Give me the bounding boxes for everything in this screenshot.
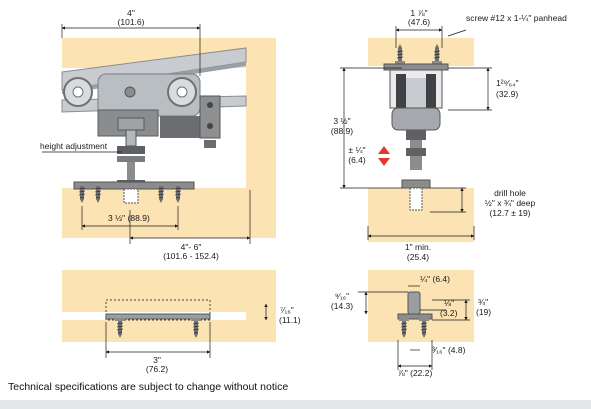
right-dimensions [340, 26, 492, 370]
left-wood [62, 38, 276, 342]
height-adjustment-label: height adjustment [40, 141, 108, 151]
adjust-arrow-up-icon [378, 146, 390, 154]
dim-adjust-range-mm: (6.4) [348, 155, 366, 165]
track-bracket [199, 95, 221, 139]
dim-floor-gap-mm: (11.1) [279, 315, 301, 325]
dim-min-thickness: 1" min. [405, 242, 431, 252]
dim-slot-depth-mm: (14.3) [331, 301, 353, 311]
dim-4in: 4" [127, 8, 135, 18]
right-hanger [383, 43, 449, 211]
mounting-plate [73, 181, 195, 204]
dim-adjust-range: ± ¼" [348, 145, 365, 155]
dim-bracket-height: 1²⁹⁄₆₄" [496, 78, 519, 88]
dim-pin-width: ¼" (6.4) [420, 274, 450, 284]
jamb-post [246, 38, 276, 238]
left-dimensions [42, 24, 268, 358]
footnote: Technical specifications are subject to … [8, 381, 289, 393]
screw-note: screw #12 x 1-¼" panhead [466, 13, 567, 23]
trolley [63, 73, 221, 148]
dim-total-height: 3 ½" [333, 116, 350, 126]
jamb-post-lower [246, 270, 276, 320]
dim-bracket-width: 1 ⅞" [410, 8, 427, 18]
dim-guide-height: ¾" [478, 297, 488, 307]
floor-guide [105, 299, 211, 339]
drill-hole-size: ½" x ¾" deep [485, 198, 536, 208]
dim-pin-height-mm: (3.2) [440, 308, 458, 318]
dim-door-offset-mm: (101.6 - 152.4) [163, 251, 219, 261]
dim-4in-mm: (101.6) [118, 17, 145, 27]
dim-door-offset: 4"- 6" [181, 242, 202, 252]
dim-guide-height-mm: (19) [476, 307, 491, 317]
dim-bracket-width-mm: (47.6) [408, 17, 430, 27]
right-floor-guide [397, 291, 433, 339]
dim-min-thickness-mm: (25.4) [407, 252, 429, 262]
door-panel-bottom [62, 270, 246, 312]
right-door-bottom [368, 270, 474, 320]
dim-total-height-mm: (88.9) [331, 126, 353, 136]
dim-bracket-height-mm: (32.9) [496, 89, 518, 99]
right-wood [368, 38, 474, 342]
dim-guide-base: ⅞" (22.2) [398, 368, 433, 378]
right-floor [368, 320, 474, 342]
hanger-bolt [117, 117, 145, 188]
dim-guide-width-mm: (76.2) [146, 364, 168, 374]
dim-floor-gap: ⁷⁄₁₆" [280, 305, 294, 315]
dim-pin-height: ⅛" [444, 298, 454, 308]
floor-board [62, 320, 276, 342]
right-header [368, 38, 474, 66]
adjust-arrow-down-icon [378, 158, 390, 166]
drill-hole-label: drill hole [494, 188, 526, 198]
bottom-band [0, 400, 591, 409]
dim-slot-depth: ⁹⁄₁₆" [335, 291, 349, 301]
dim-bolt-spacing: 3 ½" (88.9) [108, 213, 150, 223]
dim-slot-width: ³⁄₁₆" (4.8) [432, 345, 466, 355]
drill-hole-mm: (12.7 ± 19) [489, 208, 530, 218]
dim-guide-width: 3" [153, 355, 161, 365]
door-panel-top [62, 188, 246, 238]
